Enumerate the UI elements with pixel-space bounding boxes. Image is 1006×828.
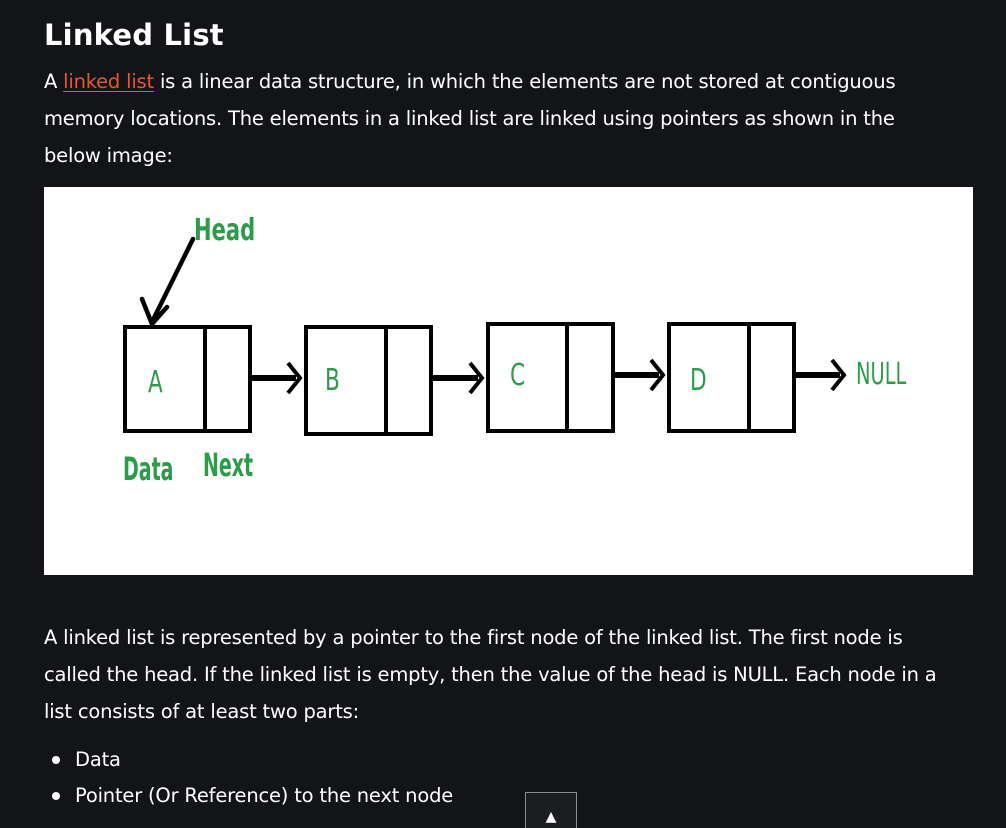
list-item: Pointer (Or Reference) to the next node <box>44 778 453 814</box>
head-explanation-paragraph: A linked list is represented by a pointe… <box>44 619 974 730</box>
para2-line-1: A linked list is represented by a pointe… <box>44 626 903 649</box>
linked-list-diagram-svg: Head <box>123 213 906 489</box>
linked-list-link[interactable]: linked list <box>63 70 154 93</box>
node-b <box>304 325 433 436</box>
intro-paragraph: A linked list is a linear data structure… <box>44 63 974 174</box>
node-label-d: D <box>690 363 707 397</box>
arrow-d-null <box>794 358 847 392</box>
head-label: Head <box>194 213 255 248</box>
next-label: Next <box>203 448 253 485</box>
up-arrow-icon: ▲ <box>545 809 557 825</box>
intro-line-1: A linked list is a linear data structure… <box>44 63 974 100</box>
node-label-a: A <box>148 365 163 399</box>
para2-line-3: list consists of at least two parts: <box>44 700 359 723</box>
intro-line-2: memory locations. The elements in a link… <box>44 107 895 130</box>
linked-list-diagram: Head <box>44 187 973 575</box>
node-a <box>123 325 252 433</box>
arrow-b-c <box>431 361 485 395</box>
bullet-icon <box>52 792 60 800</box>
intro-line-3: below image: <box>44 144 173 167</box>
arrow-c-d <box>613 358 666 392</box>
scroll-to-top-button[interactable]: ▲ <box>525 792 577 828</box>
data-label: Data <box>123 452 174 489</box>
node-label-c: C <box>510 358 525 392</box>
page-title: Linked List <box>44 18 224 52</box>
arrow-a-b <box>250 361 303 395</box>
node-c <box>486 322 615 433</box>
head-pointer-arrow <box>139 236 196 327</box>
bullet-icon <box>52 756 60 764</box>
intro-prefix: A <box>44 70 64 93</box>
node-label-b: B <box>325 363 340 397</box>
null-label: NULL <box>856 358 906 392</box>
node-parts-list: Data Pointer (Or Reference) to the next … <box>44 742 453 814</box>
intro-line-1-rest: is a linear data structure, in which the… <box>153 70 896 93</box>
list-item: Data <box>44 742 453 778</box>
list-item-label: Data <box>75 748 121 771</box>
list-item-label: Pointer (Or Reference) to the next node <box>75 784 454 807</box>
node-d <box>667 322 796 433</box>
para2-line-2: called the head. If the linked list is e… <box>44 663 937 686</box>
